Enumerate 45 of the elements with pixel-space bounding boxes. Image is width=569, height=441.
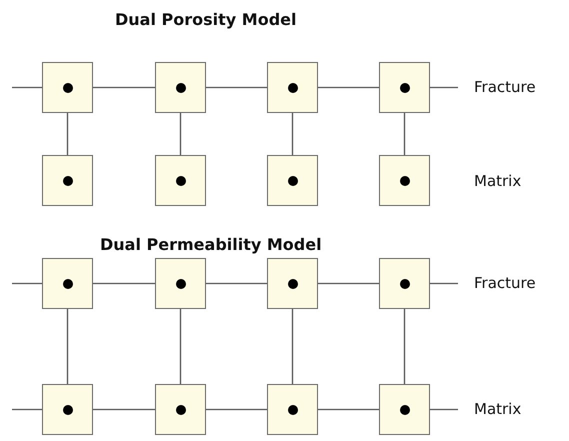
grid-cell-box	[42, 62, 93, 113]
grid-cell-box	[155, 155, 206, 206]
section-heading: Dual Porosity Model	[115, 10, 296, 29]
row-label: Fracture	[474, 274, 536, 292]
grid-cell-box	[267, 62, 318, 113]
grid-cell-box	[42, 258, 93, 309]
row-label: Matrix	[474, 172, 522, 190]
connector-line	[292, 113, 294, 155]
grid-cell-box	[267, 384, 318, 435]
connector-line	[404, 309, 406, 384]
section-heading: Dual Permeability Model	[100, 235, 322, 254]
connector-line	[12, 408, 42, 410]
row-label: Matrix	[474, 400, 522, 418]
grid-cell-box	[379, 258, 430, 309]
connector-line	[206, 282, 267, 284]
connector-line	[318, 282, 379, 284]
connector-line	[180, 309, 182, 384]
grid-cell-box	[379, 62, 430, 113]
grid-cell-box	[267, 258, 318, 309]
connector-line	[292, 309, 294, 384]
grid-cell-box	[379, 155, 430, 206]
connector-line	[180, 113, 182, 155]
connector-line	[93, 408, 155, 410]
grid-cell-box	[155, 384, 206, 435]
connector-line	[206, 86, 267, 88]
connector-line	[404, 113, 406, 155]
connector-line	[66, 309, 68, 384]
grid-cell-box	[42, 384, 93, 435]
connector-line	[430, 86, 458, 88]
grid-cell-box	[379, 384, 430, 435]
connector-line	[430, 408, 458, 410]
connector-line	[430, 282, 458, 284]
grid-cell-box	[155, 62, 206, 113]
connector-line	[318, 408, 379, 410]
connector-line	[318, 86, 379, 88]
connector-line	[66, 113, 68, 155]
row-label: Fracture	[474, 78, 536, 96]
grid-cell-box	[155, 258, 206, 309]
grid-cell-box	[42, 155, 93, 206]
connector-line	[93, 86, 155, 88]
connector-line	[12, 86, 42, 88]
connector-line	[12, 282, 42, 284]
connector-line	[206, 408, 267, 410]
connector-line	[93, 282, 155, 284]
grid-cell-box	[267, 155, 318, 206]
